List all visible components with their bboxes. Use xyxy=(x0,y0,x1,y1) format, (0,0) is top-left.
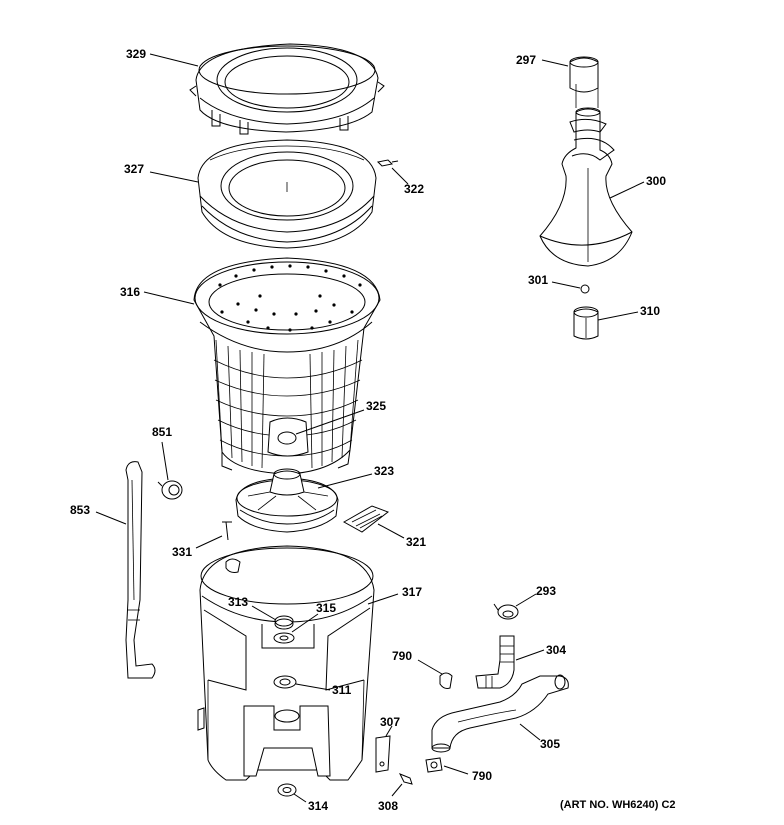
part-314-grommet xyxy=(277,783,297,797)
part-307-bracket xyxy=(375,735,391,773)
callout-790-upper: 790 xyxy=(392,649,412,663)
callout-297: 297 xyxy=(516,53,536,67)
part-329-tub-cover xyxy=(189,43,385,135)
callout-301: 301 xyxy=(528,273,548,287)
callout-313: 313 xyxy=(228,595,248,609)
part-790-clip-upper xyxy=(439,672,453,689)
callout-331: 331 xyxy=(172,545,192,559)
part-308-screw xyxy=(398,773,413,785)
callout-307: 307 xyxy=(380,715,400,729)
part-316-wash-basket xyxy=(193,257,381,475)
callout-311: 311 xyxy=(332,683,352,697)
part-300-agitator xyxy=(539,84,633,267)
callout-315: 315 xyxy=(316,601,336,615)
part-322-screw xyxy=(376,159,399,167)
part-327-tub-ring xyxy=(197,139,377,249)
callout-322: 322 xyxy=(404,182,424,196)
callout-308: 308 xyxy=(378,799,398,813)
callout-304: 304 xyxy=(546,643,566,657)
part-321-pad xyxy=(342,505,390,533)
callout-293: 293 xyxy=(536,584,556,598)
part-313-nut xyxy=(274,615,294,630)
part-331-bolt xyxy=(222,521,232,541)
callout-325: 325 xyxy=(366,399,386,413)
callout-853: 853 xyxy=(70,503,90,517)
callout-790-lower: 790 xyxy=(472,769,492,783)
part-323-hub xyxy=(235,468,339,533)
callout-314: 314 xyxy=(308,799,328,813)
callout-329: 329 xyxy=(126,47,146,61)
part-853-pump-hose xyxy=(125,461,156,679)
part-293-hose-clamp xyxy=(493,603,519,620)
part-790-clip-lower xyxy=(425,757,443,773)
callout-317: 317 xyxy=(402,585,422,599)
part-305-drain-hose xyxy=(431,674,569,753)
part-851-clamp xyxy=(157,480,183,500)
part-304-hose xyxy=(475,635,515,689)
part-317-outer-tub xyxy=(197,545,375,781)
callout-300: 300 xyxy=(646,174,666,188)
part-311-seal xyxy=(273,675,297,689)
callout-327: 327 xyxy=(124,162,144,176)
callout-310: 310 xyxy=(640,304,660,318)
callout-321: 321 xyxy=(406,535,426,549)
callout-305: 305 xyxy=(540,737,560,751)
part-297-agitator-cap xyxy=(569,56,599,93)
part-310-coupling xyxy=(573,306,599,340)
art-number: (ART NO. WH6240) C2 xyxy=(560,799,676,811)
callout-316: 316 xyxy=(120,285,140,299)
part-301-ball xyxy=(580,284,590,294)
part-315-washer xyxy=(273,632,295,644)
callout-323: 323 xyxy=(374,464,394,478)
callout-851: 851 xyxy=(152,425,172,439)
